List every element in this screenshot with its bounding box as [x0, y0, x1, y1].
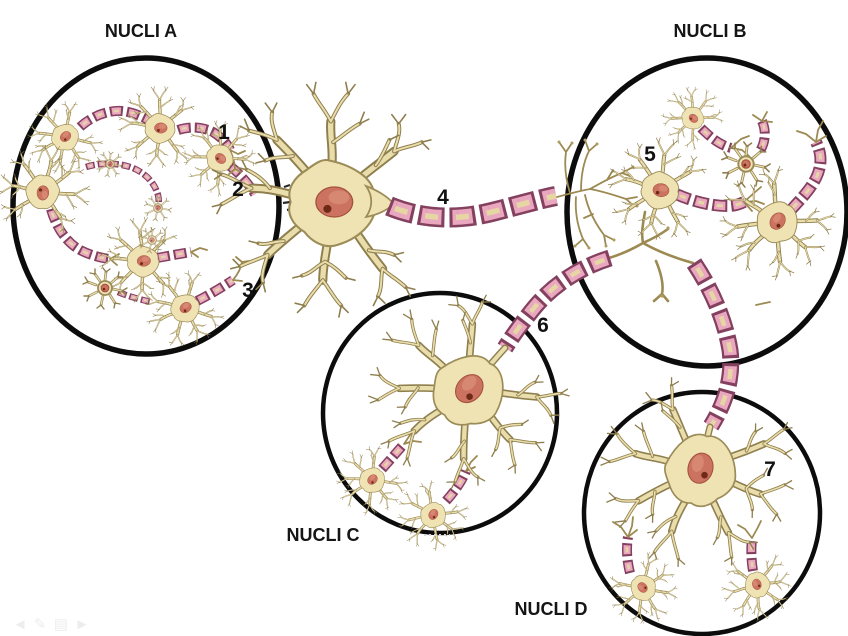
pen-icon: ✎: [34, 616, 47, 633]
number-label-2: 2: [232, 178, 244, 201]
nucleus-d-label: NUCLI D: [515, 599, 588, 619]
axon-terminal-b-right: [796, 120, 827, 143]
nucleus-c-network: [322, 263, 593, 563]
stray-fiber: [755, 301, 771, 306]
axon-terminal-d2: [737, 520, 762, 539]
labels: NUCLI A NUCLI B NUCLI C NUCLI D 1 2 3 4 …: [105, 21, 776, 619]
axon-terminal-d1: [612, 516, 638, 538]
nucleus-a-circle: [10, 55, 282, 357]
nucleus-c-circle: [320, 290, 560, 536]
axon-terminal-c1: [403, 428, 422, 445]
number-label-3: 3: [242, 279, 254, 302]
axon-terminal-3: [232, 256, 250, 282]
number-label-5: 5: [644, 143, 656, 166]
nucleus-b-network: [602, 74, 848, 306]
back-arrow-icon: ◄: [13, 616, 28, 633]
slide-icon: ▤: [54, 616, 68, 633]
number-label-7: 7: [764, 458, 776, 481]
axon-terminal-b-top2: [752, 111, 773, 123]
number-label-6: 6: [537, 314, 549, 337]
nucleus-b-circle: [564, 55, 848, 369]
axon-branch-junction: [607, 210, 695, 303]
ghost-toolbar: ◄ ✎ ▤ ►: [13, 616, 90, 633]
central-projection-neuron-group: [212, 82, 695, 317]
number-label-4: 4: [437, 186, 449, 209]
axon-hillock: [363, 184, 396, 219]
nucleus-a-label: NUCLI A: [105, 21, 177, 41]
nucleus-b-label: NUCLI B: [674, 21, 747, 41]
axon-terminal-a5: [190, 247, 208, 258]
forward-arrow-icon: ►: [75, 616, 90, 633]
nucleus-c-label: NUCLI C: [287, 525, 360, 545]
nucleus-d-network: [579, 366, 813, 636]
number-label-1: 1: [218, 121, 230, 144]
nucleus-a-network: [0, 86, 268, 361]
nucleus-d-circle: [581, 389, 823, 636]
